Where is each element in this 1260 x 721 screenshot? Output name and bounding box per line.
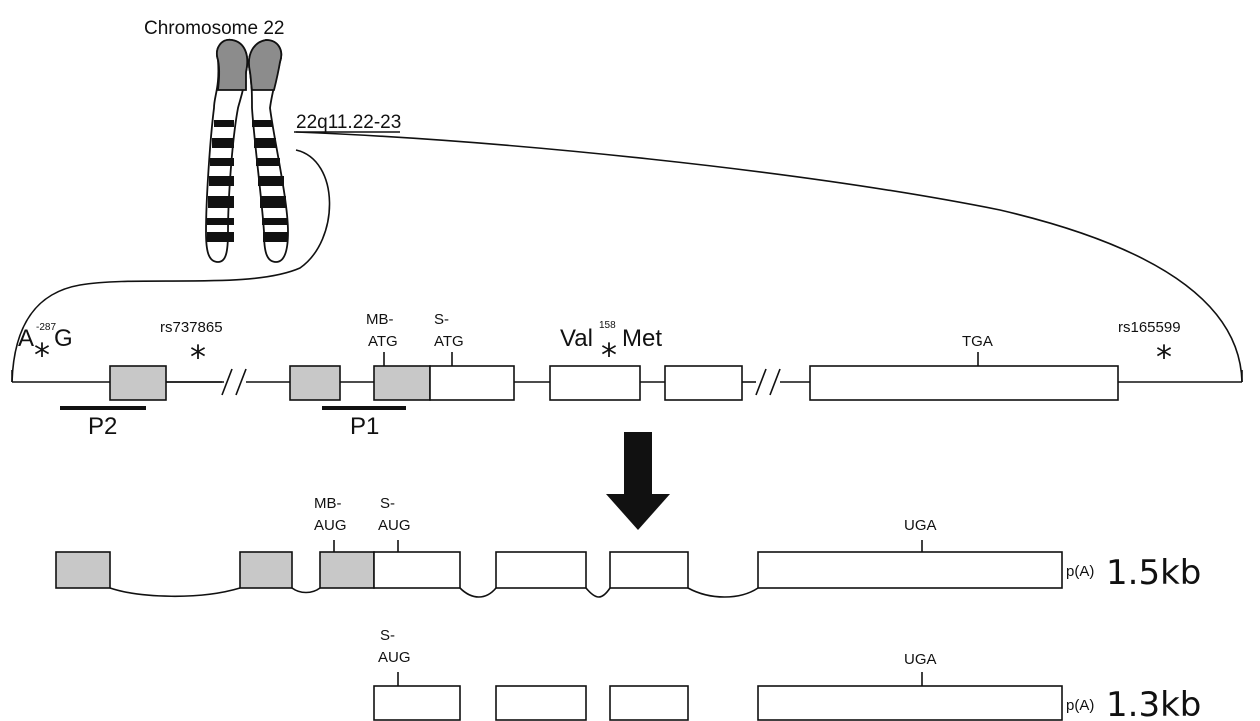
mrna-exon-p2 [56,552,110,588]
polya-long: p(A) [1066,563,1094,580]
bands-right [252,120,288,242]
snp-a287g-right: G [54,325,73,352]
intron-break-1 [222,369,246,395]
exon-last [810,366,1118,400]
mrna-short-exon-3 [610,686,688,720]
mb-atg-label: MB- ATG [366,311,398,350]
exon-promoter-2 [290,366,340,400]
mrna-short-exon-last [758,686,1062,720]
transcription-arrow [606,432,670,530]
chromosome-title: Chromosome 22 [144,18,284,39]
transcript-short: S- AUG UGA p(A) 1.3kb [374,627,1201,721]
s-aug-line1-short: S- [380,627,395,644]
val158met-position: 158 [599,320,616,331]
s-aug-line1-long: S- [380,495,395,512]
promoter-p2: P2 [60,408,146,440]
exon-promoter-1 [110,366,166,400]
promoter-p2-label: P2 [88,413,117,440]
s-aug-line2-short: AUG [378,649,411,666]
s-atg-line2: ATG [434,333,464,350]
tga-label: TGA [962,333,993,350]
mb-atg-line1: MB- [366,311,394,328]
snp-rs737865: rs737865 * [160,319,223,376]
mrna-exon-last [758,552,1062,588]
snp-a287g-star: * [34,336,50,374]
chromosome-band-label: 22q11.22-23 [296,112,401,133]
mb-aug-line1: MB- [314,495,342,512]
transcript-size-long: 1.5kb [1106,553,1201,593]
exon-val158met [550,366,640,400]
chromatid-left-cap [217,40,247,90]
s-atg-line1: S- [434,311,449,328]
snp-rs737865-label: rs737865 [160,319,223,336]
chromatid-right-cap [249,40,281,90]
transcript-size-short: 1.3kb [1106,685,1201,721]
snp-rs165599-star: * [1156,338,1172,376]
s-atg-label: S- ATG [434,311,464,350]
snp-rs165599-label: rs165599 [1118,319,1181,336]
mb-aug-line2: AUG [314,517,347,534]
intron-break-2 [756,369,780,395]
mrna-exon-s-coding [374,552,460,588]
uga-label-short: UGA [904,651,937,668]
exon-s-coding [430,366,514,400]
val158met-star: * [601,336,617,374]
mrna-short-exon-2 [496,686,586,720]
exon-5 [665,366,742,400]
promoter-p1: P1 [322,408,406,440]
snp-rs165599: rs165599 * [1118,319,1181,376]
promoter-p1-label: P1 [350,413,379,440]
s-aug-line2-long: AUG [378,517,411,534]
snp-rs737865-star: * [190,338,206,376]
exon-mb-coding-5utr [374,366,430,400]
mb-atg-line2: ATG [368,333,398,350]
mrna-exon-3 [496,552,586,588]
snp-a287g: A -287 * G [18,322,73,374]
mrna-short-exon-1 [374,686,460,720]
uga-label-long: UGA [904,517,937,534]
mrna-exon-mb-utr [320,552,374,588]
polya-short: p(A) [1066,697,1094,714]
snp-a287g-left: A [18,325,34,352]
splice-lines-long [110,588,758,597]
gene-structure: A -287 * G rs737865 * MB- ATG S- ATG Val… [12,311,1242,440]
mrna-exon-4 [610,552,688,588]
val158met-left: Val [560,325,593,352]
mrna-exon-p1 [240,552,292,588]
val158met-right: Met [622,325,662,352]
